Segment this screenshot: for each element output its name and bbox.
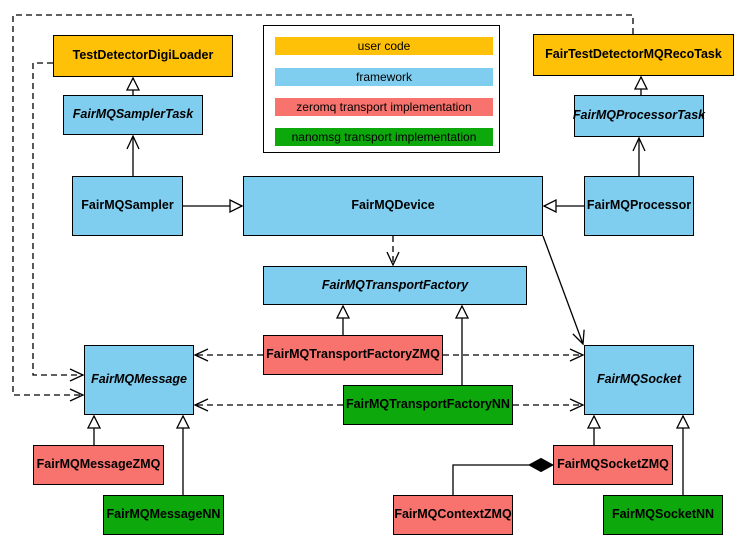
node-TestDetectorDigiLoader: TestDetectorDigiLoader <box>53 35 233 77</box>
node-FairMQProcessor: FairMQProcessor <box>584 176 694 236</box>
node-FairMQSocketZMQ: FairMQSocketZMQ <box>553 445 673 485</box>
node-FairMQSocket: FairMQSocket <box>584 345 694 415</box>
node-FairMQProcessorTask: FairMQProcessorTask <box>573 95 705 137</box>
node-FairMQSamplerTask: FairMQSamplerTask <box>63 95 203 135</box>
node-FairMQTransportFactoryNN: FairMQTransportFactoryNN <box>343 385 513 425</box>
node-FairMQSampler: FairMQSampler <box>72 176 183 236</box>
legend-label: user code <box>357 39 411 53</box>
node-FairMQMessageNN: FairMQMessageNN <box>103 495 224 535</box>
node-FairMQDevice: FairMQDevice <box>243 176 543 236</box>
legend-item-user-code: user code <box>275 37 493 55</box>
node-FairMQTransportFactory: FairMQTransportFactory <box>263 266 527 305</box>
legend-item-nanomsg: nanomsg transport implementation <box>275 128 493 146</box>
legend-label: framework <box>355 70 412 84</box>
legend-label: zeromq transport implementation <box>296 100 472 114</box>
edge-FairMQContextZMQ-to-FairMQSocketZMQ <box>452 465 529 495</box>
legend-item-zeromq: zeromq transport implementation <box>275 98 493 116</box>
node-FairMQTransportFactoryZMQ: FairMQTransportFactoryZMQ <box>263 335 443 375</box>
edge-FairTestDetectorMQRecoTask-to-FairMQMessage <box>12 14 634 402</box>
legend: user code framework zeromq transport imp… <box>263 25 500 153</box>
legend-item-framework: framework <box>275 68 493 86</box>
legend-label: nanomsg transport implementation <box>291 130 477 144</box>
node-FairMQMessageZMQ: FairMQMessageZMQ <box>33 445 164 485</box>
node-FairMQContextZMQ: FairMQContextZMQ <box>393 495 513 535</box>
node-FairMQSocketNN: FairMQSocketNN <box>603 495 723 535</box>
edge-FairMQDevice-to-FairMQSocket <box>542 235 585 346</box>
node-FairTestDetectorMQRecoTask: FairTestDetectorMQRecoTask <box>533 34 734 76</box>
edge-TestDetectorDigiLoader-to-FairMQMessage <box>32 62 85 382</box>
node-FairMQMessage: FairMQMessage <box>84 345 194 415</box>
